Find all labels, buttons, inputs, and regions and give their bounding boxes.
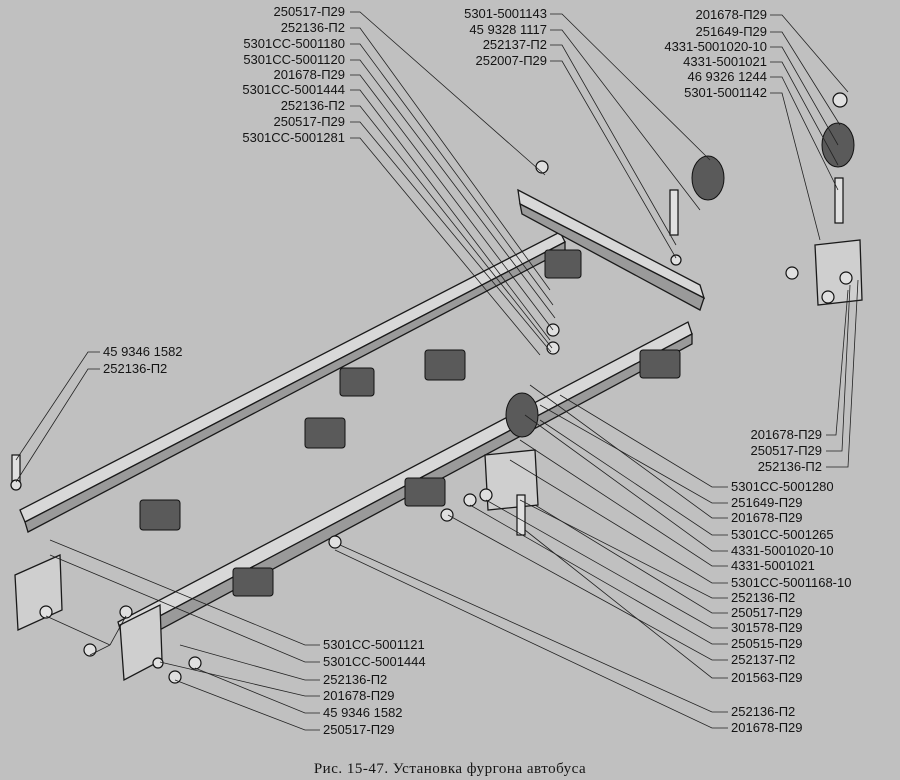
callout-label: 4331-5001021 [731, 558, 815, 573]
rubber-mount [424, 349, 466, 381]
rubber-mount [339, 367, 375, 397]
nut [440, 508, 454, 522]
callout-label: 5301-5001142 [684, 85, 767, 100]
callout-label: 250517-П29 [731, 605, 803, 620]
callout-label: 251649-П29 [695, 24, 767, 39]
callout-label: 301578-П29 [731, 620, 803, 635]
callout-label: 5301СС-5001168-10 [731, 575, 852, 590]
callout-label: 45 9346 1582 [323, 705, 403, 720]
callout-label: 252136-П2 [280, 98, 345, 113]
callout-label: 252137-П2 [731, 652, 796, 667]
callout-label: 4331-5001020-10 [731, 543, 834, 558]
callout-label: 252136-П2 [323, 672, 388, 687]
figure-caption: Рис. 15-47. Установка фургона автобуса [313, 761, 587, 777]
nut [839, 271, 853, 285]
callout-label: 201678-П29 [323, 688, 395, 703]
callout-label: 5301СС-5001444 [242, 82, 345, 97]
nut [328, 535, 342, 549]
nut [479, 488, 493, 502]
callout-label: 251649-П29 [731, 495, 803, 510]
nut [463, 493, 477, 507]
nut [83, 643, 97, 657]
rubber-mount [232, 567, 274, 597]
leader-lines [15, 11, 859, 731]
upper-longitudinal-rail [19, 231, 566, 523]
callout-label: 5301СС-5001265 [731, 527, 834, 542]
callout-label: 5301-5001143 [464, 6, 547, 21]
bolt [669, 189, 679, 236]
nut [119, 605, 133, 619]
nut [785, 266, 799, 280]
rubber-mount [404, 477, 446, 507]
callout-label: 252137-П2 [482, 37, 547, 52]
rubber-mount [544, 249, 582, 279]
callout-label: 5301СС-5001180 [243, 36, 345, 51]
callout-label: 5301СС-5001280 [731, 479, 834, 494]
nut [821, 290, 835, 304]
cushion [505, 392, 539, 438]
callout-label: 45 9328 1117 [469, 22, 547, 37]
callout-label: 252136-П2 [731, 704, 796, 719]
callout-label: 250517-П29 [323, 722, 395, 737]
callout-label: 5301СС-5001120 [243, 52, 345, 67]
callout-label: 201678-П29 [273, 67, 345, 82]
nut [832, 92, 848, 108]
front-left-bracket [14, 554, 63, 631]
bolt [11, 454, 21, 484]
callout-label: 4331-5001021 [683, 54, 767, 69]
callout-label: 250515-П29 [731, 636, 803, 651]
nut [10, 479, 22, 491]
callout-label: 5301СС-5001121 [323, 637, 425, 652]
nut [152, 657, 164, 669]
callout-label: 201678-П29 [731, 720, 803, 735]
nut [188, 656, 202, 670]
callout-label: 201563-П29 [731, 670, 803, 685]
callout-label: 5301СС-5001444 [323, 654, 426, 669]
callout-label: 252136-П2 [103, 361, 168, 376]
side-bracket-right [814, 239, 863, 306]
rubber-mount [304, 417, 346, 449]
rubber-mount [639, 349, 681, 379]
bolt [834, 177, 844, 224]
callout-label: 250517-П29 [273, 114, 345, 129]
nut [168, 670, 182, 684]
callout-label: 252136-П2 [757, 459, 822, 474]
callout-label: 252136-П2 [280, 20, 345, 35]
callout-label: 46 9326 1244 [687, 69, 767, 84]
callout-label: 252136-П2 [731, 590, 796, 605]
callout-label: 5301СС-5001281 [242, 130, 345, 145]
cushion [691, 155, 725, 201]
bolt [516, 494, 526, 536]
nut [535, 160, 549, 174]
nut [39, 605, 53, 619]
callout-label: 201678-П29 [731, 510, 803, 525]
callout-label: 45 9346 1582 [103, 344, 183, 359]
callout-label: 250517-П29 [273, 4, 345, 19]
nut [670, 254, 682, 266]
rubber-mount [139, 499, 181, 531]
callout-label: 4331-5001020-10 [664, 39, 767, 54]
callout-label: 201678-П29 [695, 7, 767, 22]
callout-label: 252007-П29 [475, 53, 547, 68]
callout-label: 250517-П29 [750, 443, 822, 458]
callout-label: 201678-П29 [750, 427, 822, 442]
middle-bracket [484, 449, 539, 511]
